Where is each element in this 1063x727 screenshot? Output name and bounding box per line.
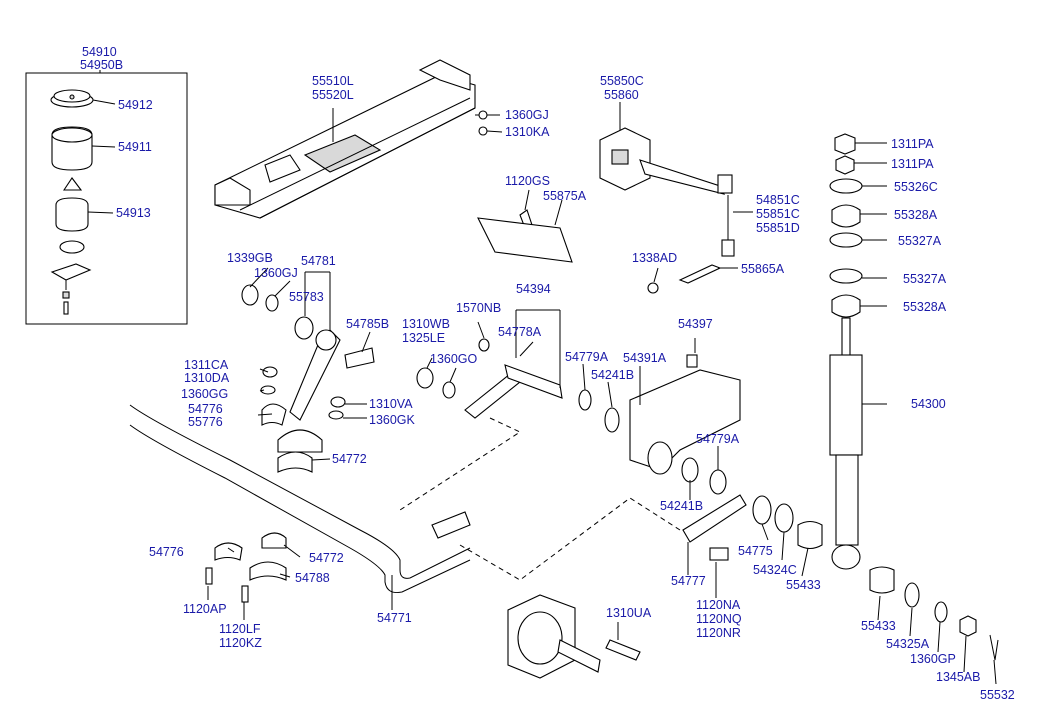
label-54776-top: 54776	[188, 402, 223, 416]
label-54771: 54771	[377, 611, 412, 625]
label-1120NR: 1120NR	[696, 626, 741, 640]
label-1311PA-bottom: 1311PA	[891, 157, 934, 171]
label-54241B-bottom: 54241B	[660, 499, 703, 513]
label-54851C: 54851C	[756, 193, 800, 207]
label-55865A: 55865A	[741, 262, 785, 276]
label-55520L: 55520L	[312, 88, 354, 102]
label-1311PA-top: 1311PA	[891, 137, 934, 151]
lower-brackets	[205, 532, 287, 603]
label-54779A-bottom: 54779A	[696, 432, 740, 446]
label-54912: 54912	[118, 98, 153, 112]
label-55850C: 55850C	[600, 74, 644, 88]
label-54772-bottom: 54772	[309, 551, 344, 565]
label-54324C: 54324C	[753, 563, 797, 577]
label-55326C: 55326C	[894, 180, 938, 194]
label-1325LE: 1325LE	[402, 331, 445, 345]
stabilizer-bar	[129, 404, 471, 610]
label-55532: 55532	[980, 688, 1015, 702]
label-54772-top: 54772	[332, 452, 367, 466]
label-55783: 55783	[289, 290, 324, 304]
label-54394: 54394	[516, 282, 551, 296]
label-1310VA: 1310VA	[369, 397, 413, 411]
shock-absorber	[829, 133, 999, 661]
label-1338AD: 1338AD	[632, 251, 677, 265]
label-54910: 54910	[82, 45, 117, 59]
label-54778A: 54778A	[498, 325, 542, 339]
label-55328A-top: 55328A	[894, 208, 938, 222]
label-55860: 55860	[604, 88, 639, 102]
frame-crossmember	[214, 59, 503, 219]
label-55328A-bottom: 55328A	[903, 300, 947, 314]
label-1360GO: 1360GO	[430, 352, 478, 366]
label-1120GS: 1120GS	[505, 174, 550, 188]
label-54913: 54913	[116, 206, 151, 220]
label-1310DA: 1310DA	[184, 371, 230, 385]
pivot-arm	[416, 309, 823, 561]
label-1345AB: 1345AB	[936, 670, 980, 684]
label-55510L: 55510L	[312, 74, 354, 88]
label-1120LF: 1120LF	[219, 622, 261, 636]
label-54777: 54777	[671, 574, 706, 588]
steering-knuckle	[507, 594, 641, 679]
label-1310WB: 1310WB	[402, 317, 450, 331]
label-1120NQ: 1120NQ	[696, 612, 742, 626]
label-54241B-top: 54241B	[591, 368, 634, 382]
label-1360GP: 1360GP	[910, 652, 956, 666]
bump-stopper-inset	[25, 70, 188, 325]
label-1310UA: 1310UA	[606, 606, 652, 620]
label-54397: 54397	[678, 317, 713, 331]
label-1120AP: 1120AP	[183, 602, 227, 616]
label-55327A-top: 55327A	[898, 234, 942, 248]
label-1120KZ: 1120KZ	[219, 636, 262, 650]
label-1310KA: 1310KA	[505, 125, 550, 139]
label-1360GK: 1360GK	[369, 413, 416, 427]
dashed-leaders	[399, 417, 681, 581]
label-54911: 54911	[118, 140, 152, 154]
label-54300: 54300	[911, 397, 946, 411]
label-55433-bottom: 55433	[861, 619, 896, 633]
label-55327A-bottom: 55327A	[903, 272, 947, 286]
label-54788: 54788	[295, 571, 330, 585]
label-54950B: 54950B	[80, 58, 123, 72]
label-54391A: 54391A	[623, 351, 667, 365]
label-55851C: 55851C	[756, 207, 800, 221]
label-54775: 54775	[738, 544, 773, 558]
label-1311CA: 1311CA	[184, 358, 229, 372]
label-55851D: 55851D	[756, 221, 800, 235]
label-1360GJ-mid: 1360GJ	[254, 266, 298, 280]
label-54781: 54781	[301, 254, 336, 268]
label-55776: 55776	[188, 415, 223, 429]
label-54785B: 54785B	[346, 317, 389, 331]
label-55433-mid: 55433	[786, 578, 821, 592]
stabilizer-link	[241, 271, 375, 473]
label-54776-bottom: 54776	[149, 545, 184, 559]
label-1339GB: 1339GB	[227, 251, 273, 265]
leader-lines	[207, 189, 997, 685]
label-1360GJ-top: 1360GJ	[505, 108, 549, 122]
height-sensing-valve	[477, 102, 753, 294]
label-1570NB: 1570NB	[456, 301, 501, 315]
label-1360GG: 1360GG	[181, 387, 228, 401]
part-labels: 54910 54950B 54912 54911 54913 55510L 55…	[80, 45, 1015, 702]
label-1120NA: 1120NA	[696, 598, 741, 612]
label-54779A-top: 54779A	[565, 350, 609, 364]
label-55875A: 55875A	[543, 189, 587, 203]
label-54325A: 54325A	[886, 637, 930, 651]
